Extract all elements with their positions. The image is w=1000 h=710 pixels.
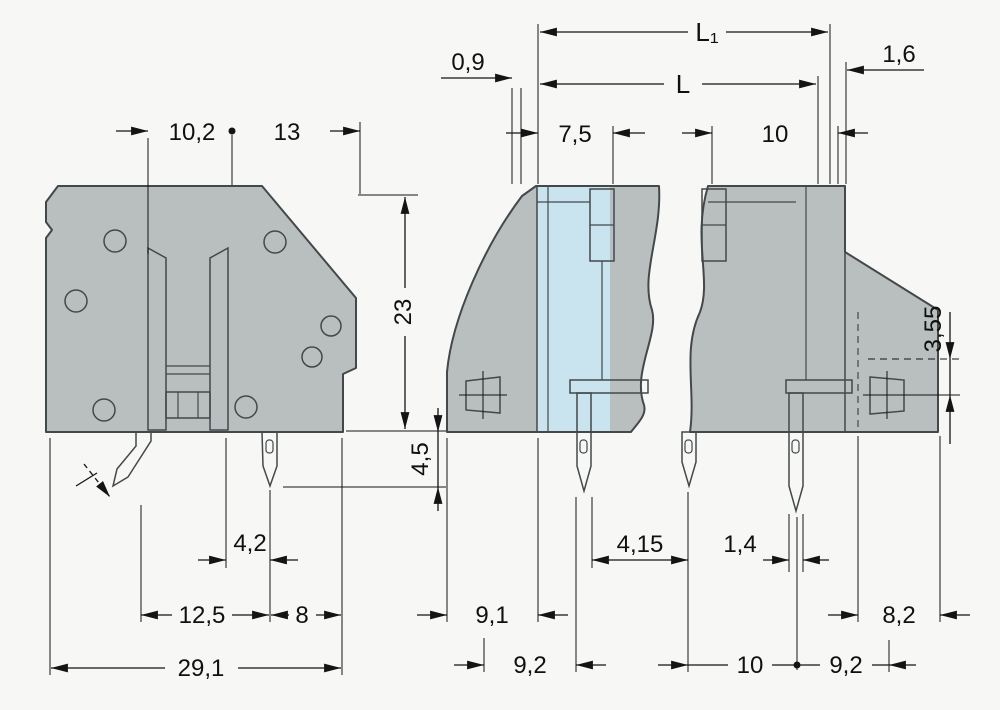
dim-label: 1,4 xyxy=(723,531,756,558)
solder-pin xyxy=(576,431,592,494)
dim-pin-spacing: 12,5 xyxy=(140,505,269,629)
dim-bottom-pitch: 10 xyxy=(658,517,801,679)
pin-slot xyxy=(579,439,588,454)
dim-label: 29,1 xyxy=(178,655,225,682)
solder-pin-long xyxy=(788,431,804,514)
dim-label: 3,55 xyxy=(920,306,947,353)
mounting-hole xyxy=(320,315,342,337)
slot-wall-right xyxy=(209,246,229,431)
dim-edge-offset: 8 xyxy=(271,438,343,675)
dim-label: 1,6 xyxy=(882,41,915,68)
side-views: L₁ L 0,9 1,6 7,5 xyxy=(417,17,970,679)
dim-opening-width: 7,5 xyxy=(506,121,645,184)
dim-label: 4,5 xyxy=(407,442,434,475)
mounting-hole xyxy=(64,289,88,313)
solder-pin xyxy=(681,431,697,489)
bend-angle-annotation xyxy=(75,463,111,498)
dim-label: 10 xyxy=(762,121,789,148)
dim-label: 10,2 xyxy=(169,119,216,146)
dim-label: 7,5 xyxy=(558,121,591,148)
dim-label: 8,2 xyxy=(882,602,915,629)
pin-slot xyxy=(265,439,274,454)
dim-pin-gap: 4,15 xyxy=(591,492,689,672)
dim-length-l: L xyxy=(540,69,819,184)
dim-rear-lip: 1,6 xyxy=(845,41,924,184)
dim-label: 4,15 xyxy=(617,531,664,558)
dim-total-width: 29,1 xyxy=(49,438,341,682)
dim-pin-offset: 4,2 xyxy=(198,438,298,622)
dim-label: 4,2 xyxy=(233,530,266,557)
dim-front-pin-depth: 9,2 xyxy=(454,497,606,679)
dim-label: L xyxy=(676,69,690,99)
dim-pin-length: 4,5 xyxy=(283,408,446,511)
pin-slot xyxy=(791,439,800,454)
dim-rear-height: 3,55 xyxy=(868,306,960,444)
clamp-box xyxy=(165,391,211,419)
dim-label: L₁ xyxy=(695,17,718,47)
mounting-hole xyxy=(263,230,287,254)
pin-cross-section-marker xyxy=(869,376,905,415)
dim-label: 12,5 xyxy=(179,602,226,629)
dim-front-lip: 0,9 xyxy=(441,49,522,184)
slot-wall-left xyxy=(147,246,167,431)
contact-bar xyxy=(569,379,649,394)
contact-bar xyxy=(785,379,853,394)
mounting-hole xyxy=(301,346,323,368)
dim-width-upper: 13 xyxy=(274,119,361,194)
dim-label: 23 xyxy=(390,299,417,326)
front-view: 10,2 13 23 4,5 4,2 xyxy=(45,119,446,682)
dim-rear-pin-depth: 9,2 xyxy=(797,640,916,679)
dim-width-inner: 10,2 xyxy=(116,119,236,254)
dim-label: 0,9 xyxy=(451,49,484,76)
mounting-hole xyxy=(103,229,127,253)
dim-label: 13 xyxy=(274,119,301,146)
pin-slot xyxy=(684,439,693,454)
dim-label: 9,1 xyxy=(475,602,508,629)
dim-dot xyxy=(228,127,236,135)
mounting-hole xyxy=(92,398,116,422)
dim-label: 8 xyxy=(295,602,308,629)
solder-pin-bent xyxy=(111,431,152,488)
dim-body-height: 23 xyxy=(346,194,446,432)
dim-pin-width: 1,4 xyxy=(723,514,829,572)
dim-label: 9,2 xyxy=(829,652,862,679)
dim-pole-pitch: 10 xyxy=(682,121,868,184)
pin-cross-section-marker xyxy=(465,376,501,414)
dim-length-l1: L₁ xyxy=(537,17,831,184)
dim-label: 9,2 xyxy=(513,652,546,679)
dim-rear-depth: 8,2 xyxy=(828,436,970,629)
wire-slot-highlight xyxy=(537,187,610,431)
dim-front-depth: 9,1 xyxy=(417,438,568,629)
dim-label: 10 xyxy=(737,652,764,679)
mounting-hole xyxy=(234,395,258,419)
solder-pin-straight xyxy=(261,431,278,489)
